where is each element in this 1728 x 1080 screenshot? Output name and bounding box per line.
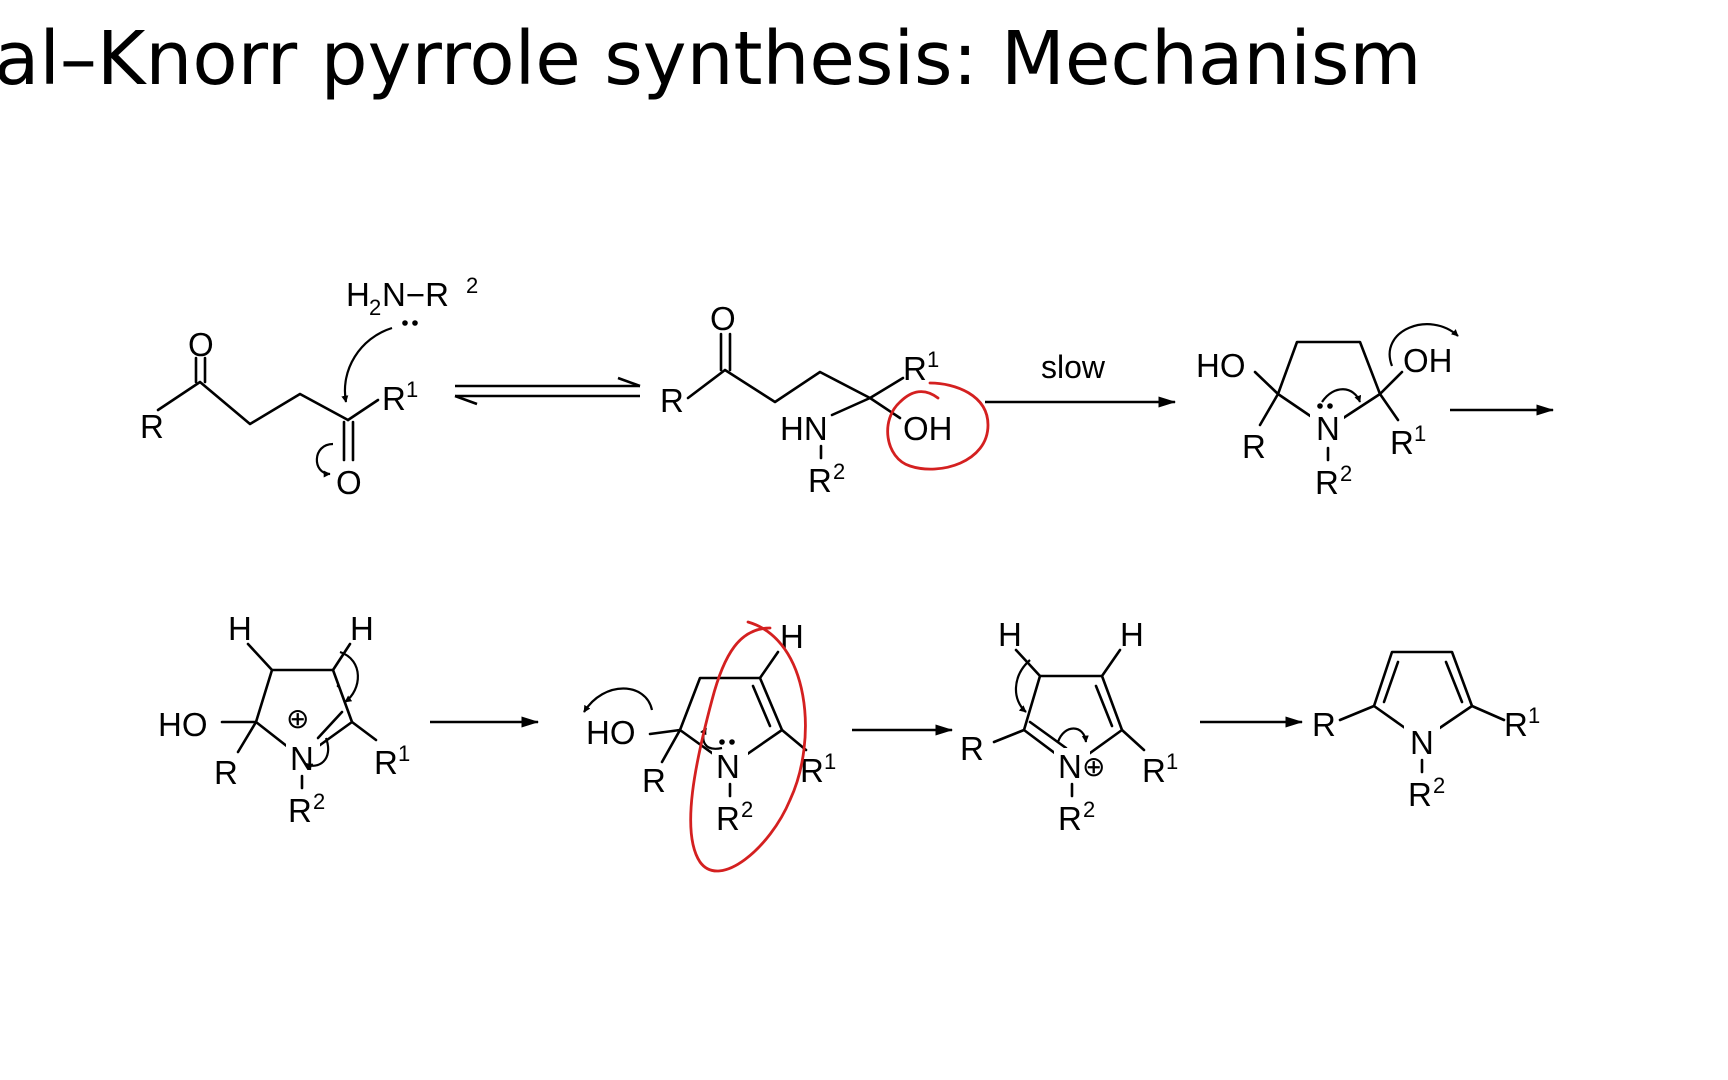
r1-group-label: R — [1504, 706, 1528, 743]
h-label: H — [780, 618, 804, 655]
r2-group-label: R — [1058, 800, 1082, 837]
h-label: H — [998, 616, 1022, 653]
r2-group-label: R — [1315, 464, 1339, 501]
nitrogen-label: N — [290, 740, 314, 777]
slow-reaction-arrow: slow — [985, 349, 1177, 408]
nitrogen-label: N — [1316, 410, 1340, 447]
ketone-oxygen-label: O — [710, 300, 736, 337]
nh-label: HN — [780, 410, 828, 447]
curly-arrow-hydroxide-loss — [583, 687, 654, 713]
hydroxyl-label: HO — [158, 706, 208, 743]
r2-superscript: 2 — [1340, 461, 1352, 486]
h-label: H — [350, 610, 374, 647]
cyclic-hemiaminal-structure: N R 2 HO R OH R 1 — [1196, 323, 1459, 501]
positive-charge-icon: ⊕ — [286, 703, 309, 734]
curly-arrow-ring — [1321, 388, 1362, 403]
r1-group-label: R — [903, 350, 927, 387]
hemiaminal-structure: R O R 1 HN R 2 OH — [660, 300, 990, 499]
r1-superscript: 1 — [1166, 749, 1178, 774]
r2-group-label: R — [1408, 776, 1432, 813]
diketone-structure: O R R 1 O — [140, 326, 418, 501]
pyrrolium-structure: H H N ⊕ R 2 R R 1 — [960, 616, 1178, 837]
curly-arrow-deprotonation — [339, 650, 359, 703]
hydroxyl-label: OH — [903, 410, 953, 447]
r1-superscript: 1 — [1414, 421, 1426, 446]
hydroxyl-label: OH — [1403, 342, 1453, 379]
r-group-label: R — [1242, 428, 1266, 465]
lone-pair-dot — [1317, 403, 1323, 409]
r2-superscript: 2 — [313, 789, 325, 814]
hydroxyl-label: HO — [1196, 347, 1246, 384]
positive-charge-icon: ⊕ — [1082, 751, 1105, 782]
hydroxyl-label: HO — [586, 714, 636, 751]
lone-pair-dot — [1327, 403, 1333, 409]
r-group-label: R — [660, 382, 684, 419]
curly-arrow-leaving-group — [1388, 323, 1459, 367]
nitrogen-label: N — [1058, 748, 1082, 785]
iminium-structure: H H N ⊕ R 2 HO R R 1 — [158, 610, 410, 829]
slide-title: al–Knorr pyrrole synthesis: Mechanism — [0, 16, 1422, 102]
curly-arrow-amine-attack — [341, 326, 393, 403]
ketone-oxygen-label: O — [188, 326, 214, 363]
curly-arrow-carbonyl — [315, 442, 334, 478]
r1-group-label: R — [382, 380, 406, 417]
h-label: H — [228, 610, 252, 647]
curly-arrow-nitrogen — [700, 727, 723, 750]
r2-group-label: R — [288, 792, 312, 829]
r1-superscript: 1 — [927, 347, 939, 372]
r1-superscript: 1 — [406, 377, 418, 402]
r1-group-label: R — [374, 744, 398, 781]
amine-subscript: 2 — [369, 295, 381, 320]
r2-group-label: R — [716, 800, 740, 837]
pyrrole-product: N R 2 R R 1 — [1312, 650, 1540, 813]
r1-group-label: R — [1390, 424, 1414, 461]
lone-pair-dot — [412, 320, 418, 326]
red-annotation-circle — [886, 381, 990, 471]
nitrogen-label: N — [1410, 724, 1434, 761]
r2-superscript: 2 — [1083, 797, 1095, 822]
r-group-label: R — [642, 762, 666, 799]
r1-superscript: 1 — [1528, 703, 1540, 728]
r1-superscript: 1 — [398, 741, 410, 766]
r2-superscript: 2 — [741, 797, 753, 822]
r-group-label: R — [214, 754, 238, 791]
r-group-label: R — [1312, 706, 1336, 743]
r1-group-label: R — [1142, 752, 1166, 789]
lone-pair-dot — [719, 739, 725, 745]
amine-reagent: H 2 N−R 2 — [341, 273, 478, 403]
amine-h-label: H — [346, 276, 370, 313]
r2-group-label: R — [808, 462, 832, 499]
red-annotation-loop — [689, 620, 807, 873]
r2-superscript: 2 — [1433, 773, 1445, 798]
equilibrium-arrow — [454, 376, 641, 406]
lone-pair-dot — [729, 739, 735, 745]
r1-superscript: 1 — [824, 749, 836, 774]
amine-rest-label: N−R — [382, 276, 449, 313]
carbonyl-oxygen-label: O — [336, 464, 362, 501]
r-group-label: R — [140, 408, 164, 445]
nitrogen-label: N — [716, 748, 740, 785]
lone-pair-dot — [402, 320, 408, 326]
r2-superscript: 2 — [833, 459, 845, 484]
curly-arrow-iminium — [305, 737, 330, 770]
h-label: H — [1120, 616, 1144, 653]
r1-group-label: R — [800, 752, 824, 789]
amine-r2-superscript: 2 — [466, 273, 478, 298]
curly-arrow-deprotonation — [1014, 659, 1031, 713]
slow-label: slow — [1041, 349, 1106, 385]
curly-arrow-aromatization — [1056, 727, 1089, 743]
r-group-label: R — [960, 730, 984, 767]
enamine-structure: H N R 2 HO R R 1 — [583, 618, 836, 873]
